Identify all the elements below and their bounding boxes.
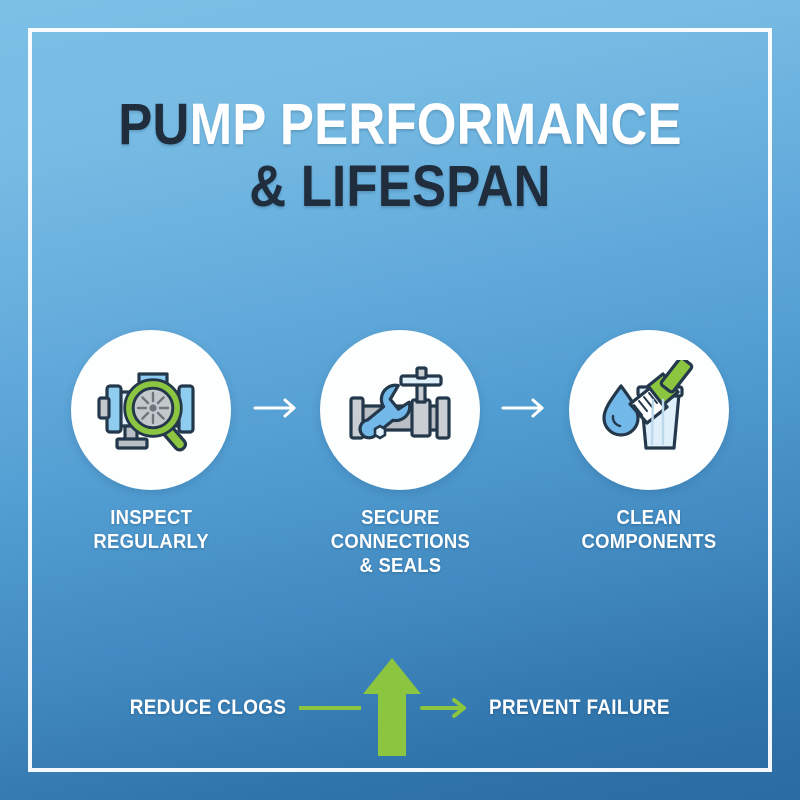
step-1-label: INSPECT REGULARLY [94, 506, 210, 554]
prevent-failure-label: PREVENT FAILURE [488, 696, 670, 719]
bottom-outcome-strip: REDUCE CLOGS PREVENT FAILURE [0, 648, 800, 768]
reduce-clogs-label: REDUCE CLOGS [129, 696, 286, 719]
step-3-label-line-2: COMPONENTS [581, 530, 717, 553]
step-clean-components[interactable]: CLEAN COMPONENTS [557, 330, 740, 554]
horizontal-line [298, 706, 361, 710]
title-part-light: MP PERFORMANCE [189, 92, 682, 157]
steps-row: INSPECT REGULARLY [60, 330, 740, 578]
step-1-label-line-2: REGULARLY [93, 530, 210, 553]
title-line-2: & LIFESPAN [249, 154, 551, 219]
step-connector-arrow-2 [491, 330, 557, 490]
step-1-label-line-1: INSPECT [110, 506, 193, 529]
step-inspect-regularly[interactable]: INSPECT REGULARLY [60, 330, 243, 554]
arrow-up-icon [361, 656, 423, 760]
step-1-icon-circle [71, 330, 232, 490]
step-2-label-line-2: CONNECTIONS [330, 530, 470, 553]
step-3-label-line-1: CLEAN [616, 506, 682, 529]
title-part-dark: PU [118, 92, 190, 157]
water-drop-bucket-brush-icon [593, 360, 705, 460]
arrow-right-icon [501, 397, 547, 424]
pipe-wrench-valve-icon [344, 360, 456, 460]
pump-inspection-icon [95, 360, 207, 460]
step-2-label: SECURE CONNECTIONS & SEALS [330, 506, 469, 578]
step-2-icon-circle [320, 330, 480, 490]
step-2-label-line-1: SECURE [360, 506, 440, 529]
step-2-label-line-3: & SEALS [359, 554, 441, 577]
step-secure-connections-seals[interactable]: SECURE CONNECTIONS & SEALS [309, 330, 492, 578]
step-connector-arrow-1 [243, 330, 309, 490]
title-line-1: PUMP PERFORMANCE [48, 94, 752, 156]
arrow-right-icon [415, 697, 477, 719]
page-title: PUMP PERFORMANCE & LIFESPAN [0, 94, 800, 218]
step-3-icon-circle [568, 330, 729, 490]
arrow-right-icon [253, 397, 299, 424]
step-3-label: CLEAN COMPONENTS [581, 506, 716, 554]
